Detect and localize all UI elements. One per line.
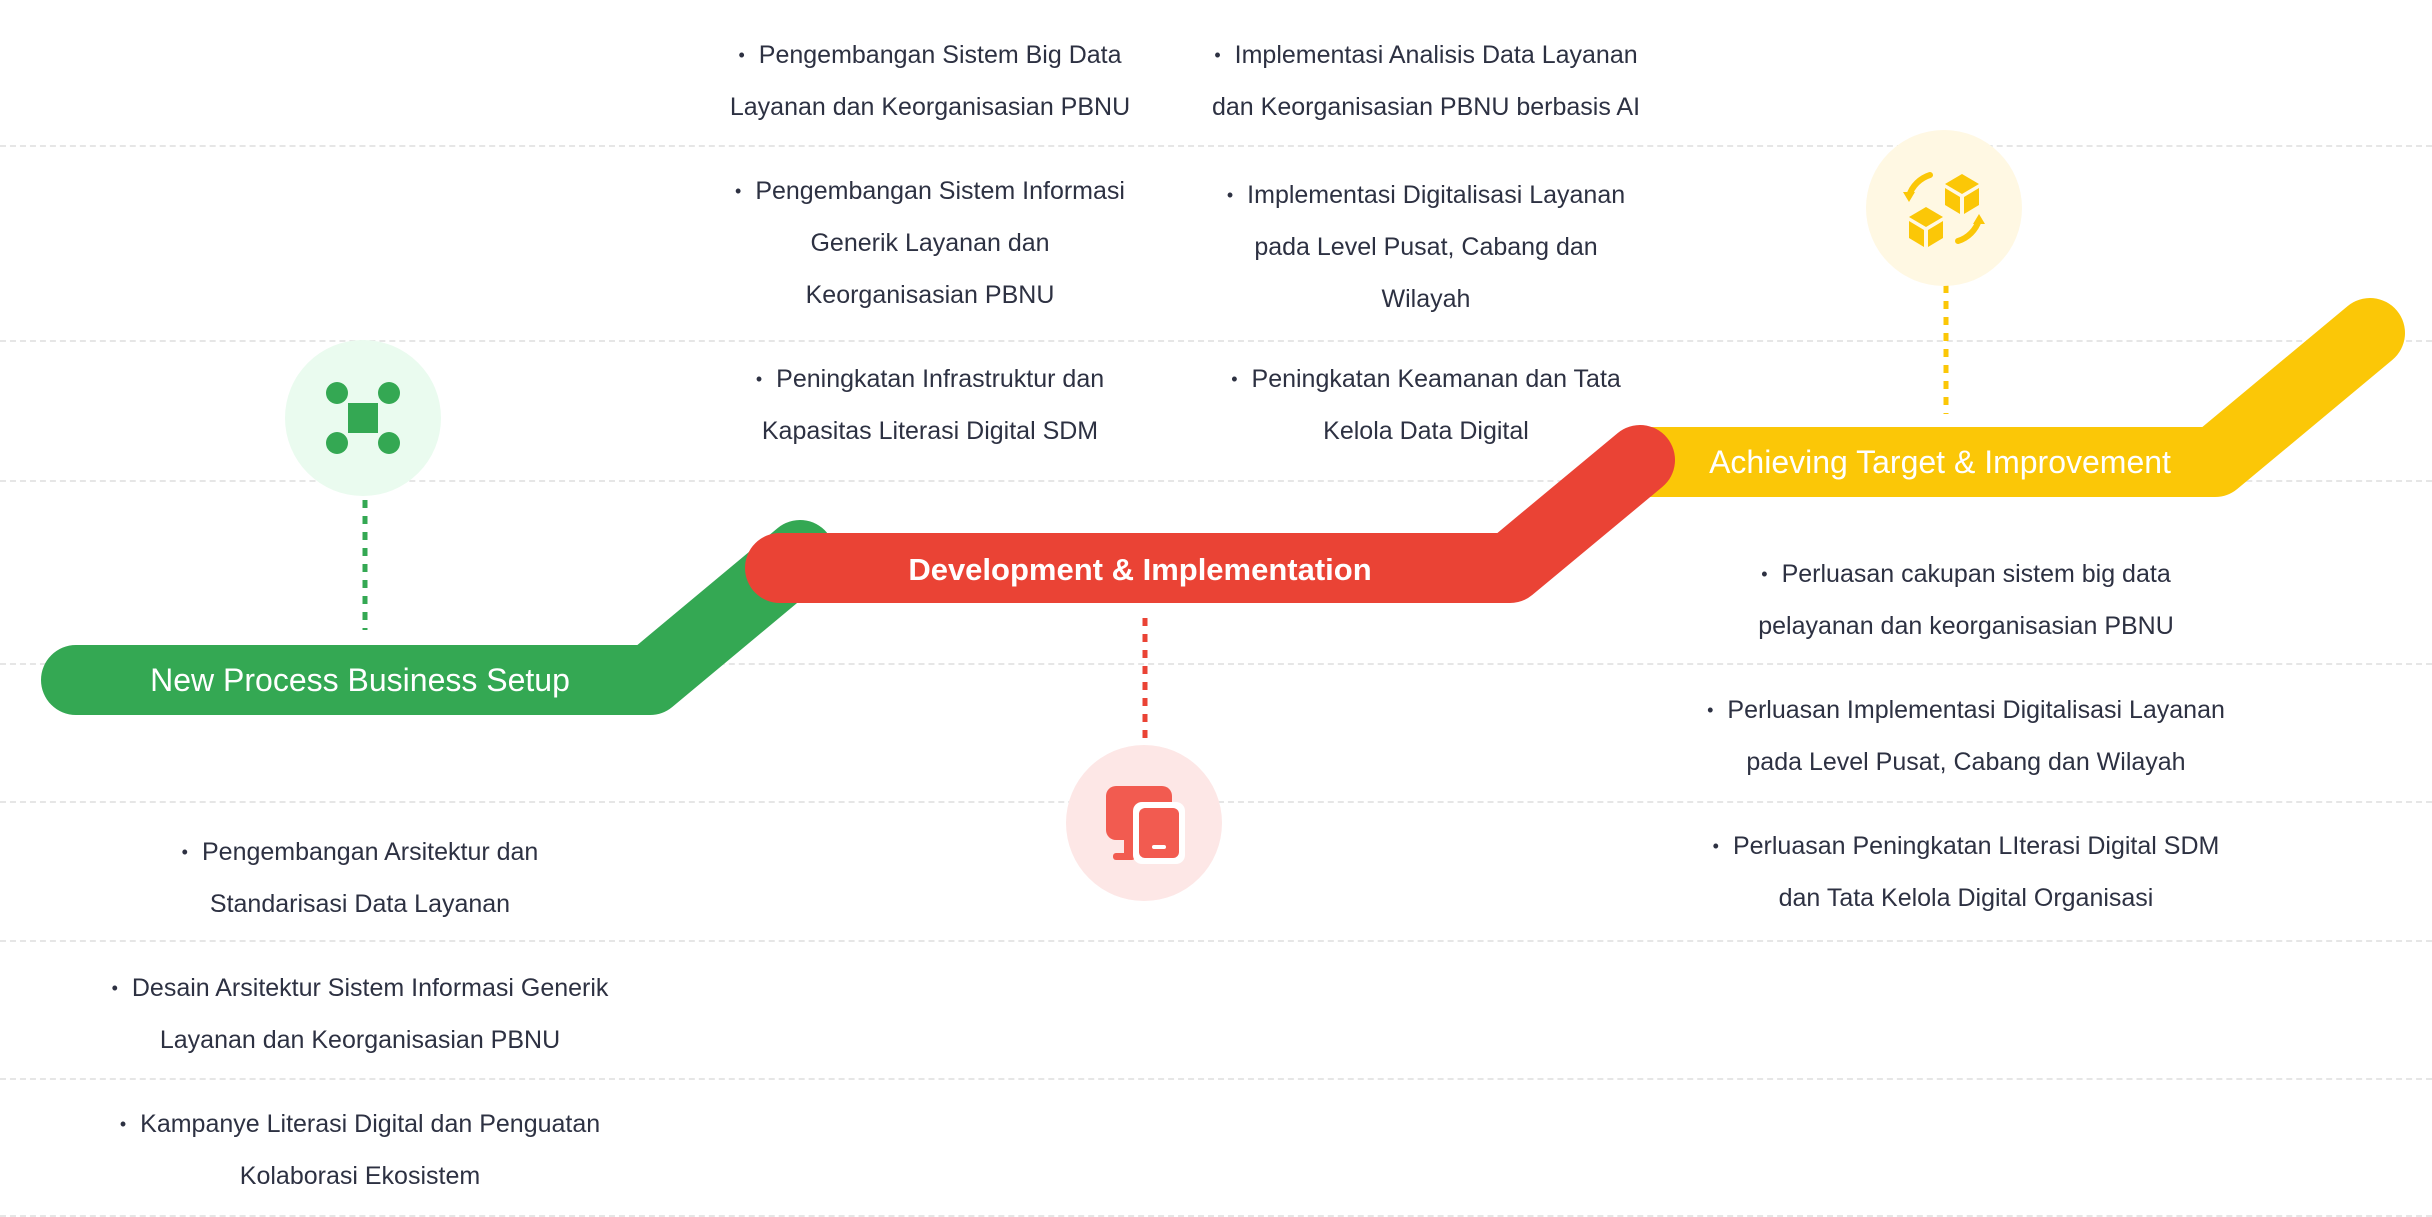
bullet-dot: • [1226, 185, 1234, 205]
devices-icon [1106, 786, 1185, 864]
item-line: Keorganisasian PBNU [805, 281, 1055, 309]
bullet-dot: • [1214, 45, 1221, 65]
item-line: Peningkatan Infrastruktur dan [776, 365, 1105, 393]
development-item: • Pengembangan Sistem Big Data Layanan da… [630, 29, 1230, 133]
bullet-dot: • [111, 978, 118, 998]
item-line: Kelola Data Digital [1323, 417, 1529, 445]
divider-line [0, 1215, 2432, 1217]
development-item: • Peningkatan Keamanan dan Tata Kelola Da… [1126, 353, 1726, 457]
setup-item: • Kampanye Literasi Digital dan Penguatan… [60, 1098, 660, 1202]
development-item: • Implementasi Digitalisasi Layanan pada … [1126, 169, 1726, 325]
divider-line [0, 940, 2432, 942]
item-line: Implementasi Analisis Data Layanan [1234, 41, 1638, 69]
item-line: pada Level Pusat, Cabang dan [1254, 233, 1598, 261]
divider-line [0, 340, 2432, 342]
bullet-dot: • [1712, 836, 1719, 856]
item-line: Pengembangan Sistem Informasi [755, 177, 1125, 205]
development-item: • Peningkatan Infrastruktur dan Kapasitas… [630, 353, 1230, 457]
bullet-dot: • [755, 369, 763, 389]
item-line: Standarisasi Data Layanan [209, 890, 511, 918]
item-line: Wilayah [1381, 285, 1471, 313]
phase-label-setup: New Process Business Setup [150, 662, 570, 698]
bullet-dot: • [119, 1114, 127, 1134]
bullet-dot: • [1231, 369, 1238, 389]
item-line: Peningkatan Keamanan dan Tata [1251, 365, 1621, 393]
bullet-dot: • [1707, 700, 1714, 720]
target-item: • Perluasan Peningkatan LIterasi Digital … [1626, 820, 2306, 924]
item-line: Implementasi Digitalisasi Layanan [1247, 181, 1626, 209]
item-line: Layanan dan Keorganisasian PBNU [729, 93, 1131, 121]
target-icon-circle [1866, 130, 2022, 286]
item-line: Pengembangan Sistem Big Data [758, 41, 1122, 69]
item-line: Perluasan cakupan sistem big data [1781, 560, 2171, 588]
phase-label-development: Development & Implementation [908, 552, 1372, 587]
item-line: Pengembangan Arsitektur dan [201, 838, 539, 866]
target-band [1605, 298, 2405, 497]
item-line: dan Tata Kelola Digital Organisasi [1778, 884, 2154, 912]
item-line: Perluasan Implementasi Digitalisasi Laya… [1727, 696, 2225, 724]
divider-line [0, 663, 2432, 665]
phase-label-target: Achieving Target & Improvement [1709, 444, 2171, 480]
setup-item: • Pengembangan Arsitektur dan Standarisas… [60, 826, 660, 930]
item-line: Generik Layanan dan [810, 229, 1050, 257]
target-item: • Perluasan Implementasi Digitalisasi Lay… [1626, 684, 2306, 788]
item-line: dan Keorganisasian PBNU berbasis AI [1211, 93, 1641, 121]
item-line: Desain Arsitektur Sistem Informasi Gener… [131, 974, 609, 1002]
development-item: • Pengembangan Sistem Informasi Generik L… [630, 165, 1230, 321]
development-item: • Implementasi Analisis Data Layanan dan … [1126, 29, 1726, 133]
item-line: Layanan dan Keorganisasian PBNU [159, 1026, 561, 1054]
bullet-dot: • [738, 45, 745, 65]
item-line: Kolaborasi Ekosistem [239, 1162, 481, 1190]
cubes-cycle-icon [1903, 172, 1985, 247]
setup-band [41, 520, 835, 715]
item-line: Kampanye Literasi Digital dan Penguatan [140, 1110, 601, 1138]
divider-line [0, 480, 2432, 482]
command-icon [326, 382, 400, 454]
development-band [745, 425, 1675, 603]
divider-line [0, 1078, 2432, 1080]
setup-item: • Desain Arsitektur Sistem Informasi Gene… [40, 962, 680, 1066]
divider-line [0, 145, 2432, 147]
bullet-dot: • [1761, 564, 1768, 584]
item-line: Perluasan Peningkatan LIterasi Digital S… [1732, 832, 2220, 860]
target-item: • Perluasan cakupan sistem big data pelay… [1626, 548, 2306, 652]
item-line: pada Level Pusat, Cabang dan Wilayah [1746, 748, 2186, 776]
item-line: Kapasitas Literasi Digital SDM [761, 417, 1099, 445]
bullet-dot: • [735, 181, 742, 201]
item-line: pelayanan dan keorganisasian PBNU [1758, 612, 2174, 640]
bullet-dot: • [181, 842, 188, 862]
